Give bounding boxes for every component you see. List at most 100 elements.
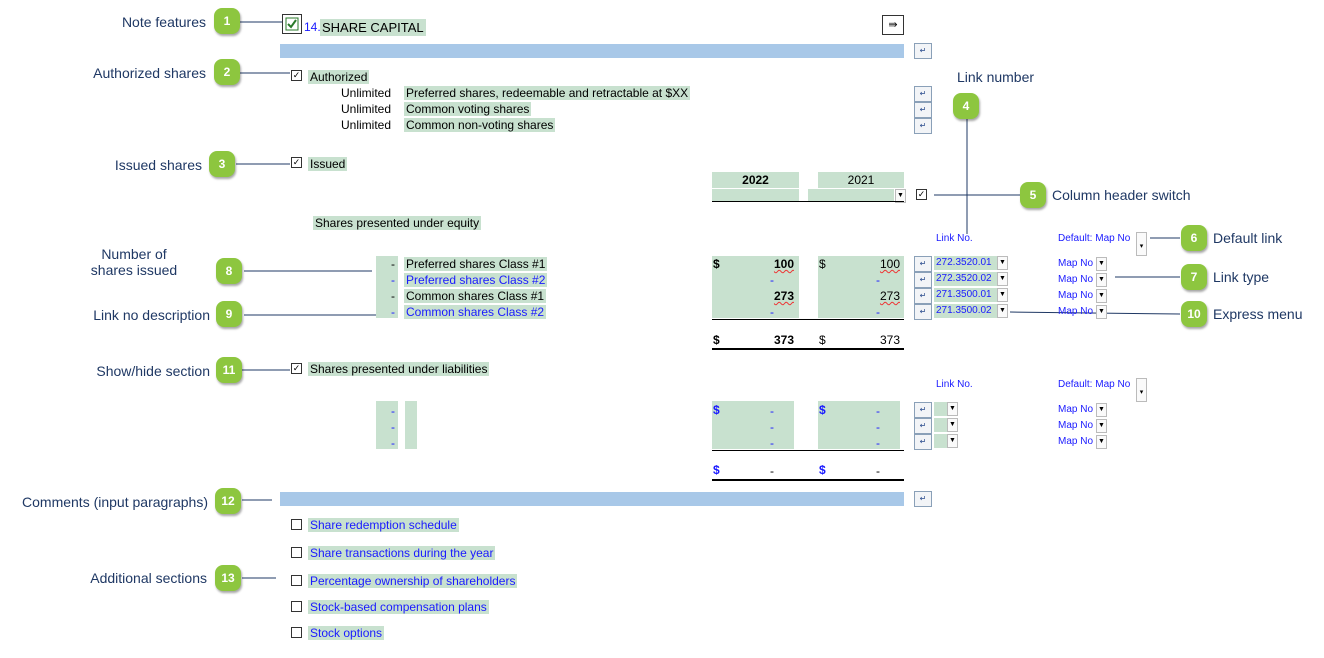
callout-label-issued-shares: Issued shares [114,157,202,173]
amount-cell[interactable]: - [770,404,774,418]
link-dropdown[interactable]: ▼ [947,418,958,432]
count-column[interactable] [376,401,398,449]
callout-label-authorized-shares: Authorized shares [93,65,206,81]
link-dropdown[interactable]: ▼ [947,434,958,448]
current-column[interactable] [712,401,794,449]
row-link-icon[interactable]: ↵ [914,418,932,434]
insert-row-icon[interactable]: ↵ [914,43,932,59]
issued-desc-2[interactable]: Preferred shares Class #2 [404,273,548,287]
link-number-field[interactable] [934,402,948,416]
note-checkbox[interactable] [282,14,302,34]
link-dropdown[interactable]: ▼ [997,256,1008,270]
col-current-cell[interactable] [712,172,799,188]
row-link-icon[interactable]: ↵ [914,86,932,102]
link-dropdown[interactable]: ▼ [997,288,1008,302]
amount-cell[interactable]: 100 [879,257,900,271]
authorized-desc-3[interactable]: Common non-voting shares [404,118,556,132]
row-link-icon[interactable]: ↵ [914,304,932,320]
amount-cell[interactable]: - [770,305,774,319]
amount-cell[interactable]: - [876,420,880,434]
prior-column[interactable] [818,256,904,318]
authorized-checkbox[interactable]: ✓ [291,70,302,81]
amount-cell[interactable]: - [876,305,880,319]
authorized-heading[interactable]: Authorized [308,70,370,84]
link-number-field[interactable] [934,434,948,448]
issued-desc-1[interactable]: Preferred shares Class #1 [404,257,548,271]
column-header-switch-checkbox[interactable]: ✓ [916,189,927,200]
section-checkbox[interactable] [291,519,302,530]
prior-column[interactable] [818,401,900,449]
issued-desc-4[interactable]: Common shares Class #2 [404,305,547,319]
section-link[interactable]: Percentage ownership of shareholders [308,574,518,588]
callout-label-column-header-switch: Column header switch [1052,187,1191,203]
link-number-field[interactable]: 271.3500.02 [934,304,998,318]
issued-checkbox[interactable]: ✓ [291,157,302,168]
authorized-qty-2: Unlimited [341,102,392,116]
issued-desc-3[interactable]: Common shares Class #1 [404,289,547,303]
amount-cell[interactable]: 273 [879,289,900,303]
comments-input-band[interactable] [280,492,904,506]
column-dropdown[interactable]: ▼ [895,189,906,203]
amount-cell[interactable]: - [770,273,774,287]
amount-cell[interactable]: 100 [773,257,794,271]
express-menu-dropdown[interactable]: ▼ [997,304,1008,318]
link-number-field[interactable]: 272.3520.01 [934,256,998,270]
map-dropdown[interactable]: ▼ [1096,419,1107,433]
authorized-desc-1[interactable]: Preferred shares, redeemable and retract… [404,86,691,100]
map-dropdown[interactable]: ▼ [1096,305,1107,319]
row-link-icon[interactable]: ↵ [914,272,932,288]
map-dropdown[interactable]: ▼ [1096,289,1107,303]
row-link-icon[interactable]: ↵ [914,434,932,450]
liabilities-heading[interactable]: Shares presented under liabilities [308,362,490,376]
map-dropdown[interactable]: ▼ [1096,403,1107,417]
check-icon [285,17,299,31]
callout-label-show-hide-section: Show/hide section [96,363,210,379]
amount-cell[interactable]: - [876,273,880,287]
amount-cell[interactable]: - [876,404,880,418]
authorized-desc-2[interactable]: Common voting shares [404,102,532,116]
currency-symbol: $ [819,403,826,417]
section-link[interactable]: Share redemption schedule [308,518,459,532]
section-checkbox[interactable] [291,575,302,586]
equity-heading[interactable]: Shares presented under equity [313,216,482,230]
section-link[interactable]: Share transactions during the year [308,546,496,560]
amount-cell[interactable]: - [770,420,774,434]
section-checkbox[interactable] [291,627,302,638]
issued-heading[interactable]: Issued [308,157,348,171]
callout-badge-1: 1 [214,8,240,34]
section-link[interactable]: Stock-based compensation plans [308,600,489,614]
total-current: - [770,464,774,478]
map-dropdown[interactable]: ▼ [1096,273,1107,287]
insert-row-icon[interactable]: ↵ [914,491,932,507]
currency-symbol: $ [713,257,720,271]
liabilities-checkbox[interactable]: ✓ [291,363,302,374]
link-dropdown[interactable]: ▼ [997,272,1008,286]
link-dropdown[interactable]: ▼ [947,402,958,416]
row-link-icon[interactable]: ↵ [914,256,932,272]
row-link-icon[interactable]: ↵ [914,402,932,418]
current-column[interactable] [712,256,799,318]
link-number-field[interactable]: 271.3500.01 [934,288,998,302]
default-link-dropdown[interactable]: ▾ [1136,378,1147,402]
section-checkbox[interactable] [291,547,302,558]
section-checkbox[interactable] [291,601,302,612]
col-current-year: 2022 [742,173,769,187]
amount-cell[interactable]: 273 [773,289,794,303]
link-number-field[interactable]: 272.3520.02 [934,272,998,286]
amount-cell[interactable]: - [770,436,774,450]
section-link[interactable]: Stock options [308,626,385,640]
map-dropdown[interactable]: ▼ [1096,435,1107,449]
default-link-dropdown[interactable]: ▾ [1136,232,1147,256]
note-title[interactable]: SHARE CAPITAL [320,19,426,36]
link-number-field[interactable] [934,418,948,432]
note-menu-icon[interactable]: ⇛ [882,15,904,35]
count-column[interactable] [376,256,398,318]
desc-column[interactable] [405,401,417,449]
row-link-icon[interactable]: ↵ [914,102,932,118]
map-dropdown[interactable]: ▼ [1096,257,1107,271]
row-link-icon[interactable]: ↵ [914,288,932,304]
row-link-icon[interactable]: ↵ [914,118,932,134]
amount-cell[interactable]: - [876,436,880,450]
callout-badge-7: 7 [1181,264,1207,290]
col-prior-cell[interactable] [818,172,904,188]
